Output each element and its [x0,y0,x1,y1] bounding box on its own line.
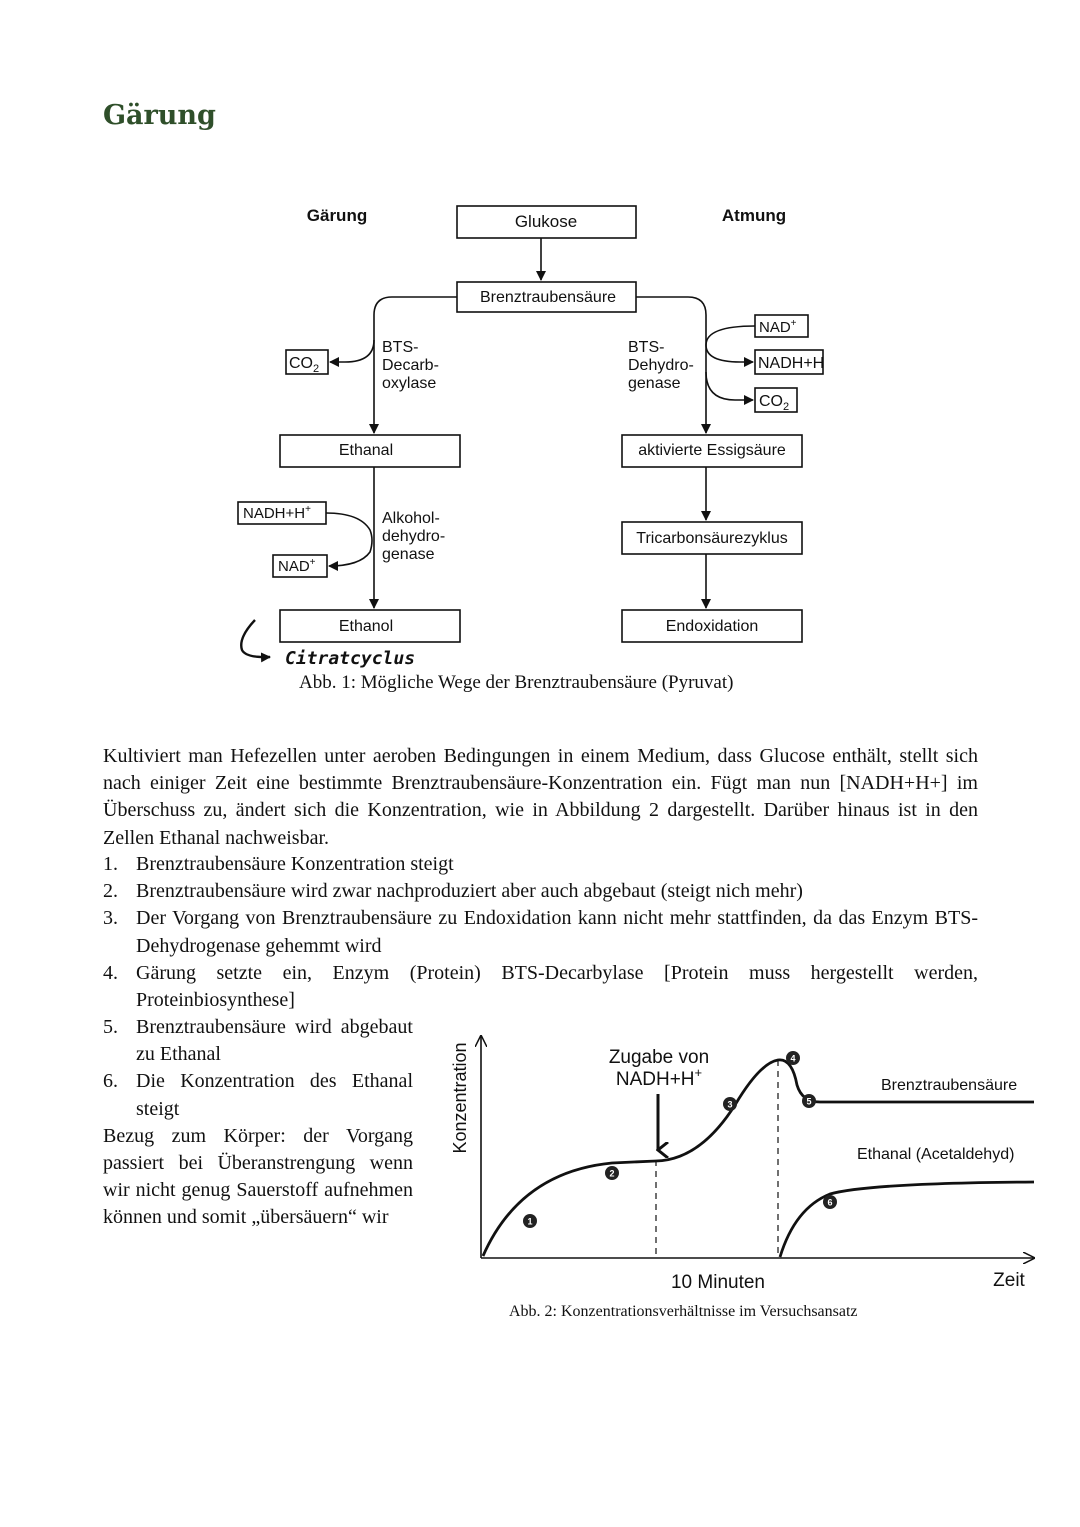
heading-gaerung: Gärung [307,206,367,225]
marker-label: 6 [827,1198,832,1208]
glukose-box [456,205,637,239]
series-ethanal-line [778,1180,1035,1258]
marker-5: 5 [802,1094,816,1108]
co2-left-box [285,349,329,375]
marker-label: 1 [527,1217,532,1227]
list-item: 1.Brenztraubensäure Konzentration steigt [103,853,454,875]
list-item: 3.Der Vorgang von Brenztraubensäure zu E… [103,907,978,957]
nadh-left-label: NADH+H+ [243,504,311,522]
alkohol-line-1: Alkohol- [382,510,440,527]
nadh-right-label: NADH+H [758,355,824,372]
endoxidation-box [621,609,803,643]
legend-brenztraubensaeure: Brenztraubensäure [881,1077,1017,1094]
marker-label: 4 [790,1054,795,1064]
annotation-line-1: Zugabe von [609,1047,709,1068]
pathway-diagram: Gärung Atmung Glukose Brenztraubensäure … [237,205,824,669]
marker-4: 4 [786,1051,800,1065]
figure1-caption: Abb. 1: Mögliche Wege der Brenztraubensä… [299,672,734,693]
page-title: Gärung [103,100,216,131]
handwritten-arrow [240,619,271,663]
alkohol-line-3: genase [382,546,435,563]
dehydro-line-3: genase [628,375,681,392]
decarb-line-3: oxylase [382,375,436,392]
dehydro-line-2: Dehydro- [628,357,694,374]
nad-left-box [272,554,328,578]
intro-paragraph: Kultiviert man Hefezellen unter aeroben … [103,745,978,849]
list-item: 6.Die Konzentration des Ethanal steigt [103,1070,413,1120]
alkohol-line-2: dehydro- [382,528,445,545]
nadh-right-box [754,349,824,375]
ethanal-box [279,434,461,468]
x-axis-label: Zeit [993,1270,1025,1291]
x-tick-label: 10 Minuten [671,1272,765,1293]
tricarbon-box [621,521,803,555]
co2-left-label: CO2 [289,355,319,375]
numbered-list: 1.Brenztraubensäure Konzentration steigt… [103,851,978,1014]
list-item: 4.Gärung setzte ein, Enzym (Protein) BTS… [103,961,978,1012]
essigsaeure-box [621,434,803,468]
annotation-line-2: NADH+H+ [616,1065,702,1090]
marker-3: 3 [723,1097,737,1111]
tricarbon-label: Tricarbonsäurezyklus [636,530,787,547]
y-axis-label: Konzentration [450,1042,470,1153]
decarb-line-1: BTS- [382,339,418,356]
marker-label: 2 [609,1169,614,1179]
glukose-label: Glukose [515,212,577,231]
marker-1: 1 [523,1214,537,1228]
left-column: 5.Brenztraubensäure wird abgebaut zu Eth… [103,1014,413,1232]
heading-atmung: Atmung [722,206,786,225]
bts-label: Brenztraubensäure [480,289,616,306]
endoxidation-label: Endoxidation [666,618,759,635]
handwritten-citratcyclus: Citratcyclus [285,648,415,669]
bts-box [456,281,637,313]
marker-label: 3 [727,1100,732,1110]
ethanal-label: Ethanal [339,442,393,459]
nad-right-label: NAD+ [759,318,797,336]
legend-ethanal: Ethanal (Acetaldehyd) [857,1146,1014,1163]
essigsaeure-label: aktivierte Essigsäure [638,442,786,459]
co2-right-label: CO2 [759,393,789,413]
list-item: 2.Brenztraubensäure wird zwar nachproduz… [103,880,803,903]
marker-6: 6 [823,1195,837,1209]
bezug-paragraph: Bezug zum Körper: der Vorgang passiert b… [103,1124,413,1229]
decarb-line-2: Decarb- [382,357,439,374]
ethanol-label: Ethanol [339,618,393,635]
marker-label: 5 [806,1097,811,1107]
marker-2: 2 [605,1166,619,1180]
figure2-caption: Abb. 2: Konzentrationsverhältnisse im Ve… [509,1303,858,1320]
co2-right-box [754,387,798,413]
dehydro-line-1: BTS- [628,339,664,356]
ethanol-box [279,609,461,643]
nad-left-label: NAD+ [278,557,316,575]
list-item: 5.Brenztraubensäure wird abgebaut zu Eth… [103,1016,413,1066]
concentration-chart: 1 2 3 4 5 6 Konzentration Zeit 10 Minuten Zug… [450,1025,1050,1293]
